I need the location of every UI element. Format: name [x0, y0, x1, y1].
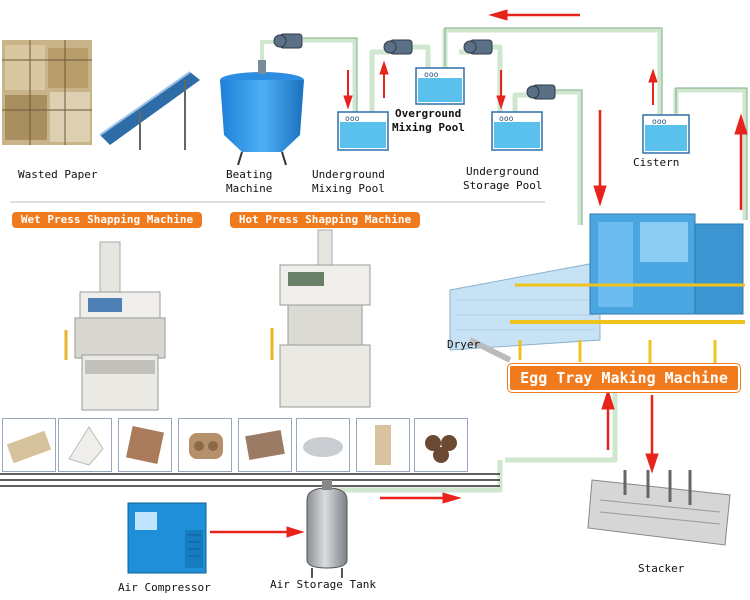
wasted-paper-label: Wasted Paper: [18, 168, 98, 181]
product-tile: [2, 418, 56, 472]
underground-mixing-label-line1: Underground: [312, 168, 385, 181]
svg-text:ooo: ooo: [652, 117, 667, 126]
flow-arrows: [210, 9, 748, 538]
air-storage-tank-label: Air Storage Tank: [270, 578, 376, 591]
product-rail: [0, 473, 500, 487]
product-tile: [178, 418, 232, 472]
overground-mixing-label-line2: Mixing Pool: [392, 121, 465, 134]
svg-text:ooo: ooo: [424, 70, 439, 79]
stacker-label: Stacker: [638, 562, 685, 575]
air-compressor-label: Air Compressor: [118, 581, 211, 594]
underground-storage-label-line1: Underground: [466, 165, 539, 178]
product-tile: [296, 418, 350, 472]
product-tile: [238, 418, 292, 472]
beating-machine: [220, 60, 304, 166]
pumps: [273, 33, 556, 100]
beating-machine-label-line2: Machine: [226, 182, 273, 195]
underground-mixing-label-line2: Mixing Pool: [312, 182, 385, 195]
wet-press-machine: [64, 241, 166, 411]
cistern-label: Cistern: [633, 156, 680, 169]
hot-press-machine: [270, 229, 371, 408]
dryer-label: Dryer: [447, 338, 481, 351]
air-compressor-visual: [127, 502, 207, 574]
conveyor: [99, 71, 200, 150]
svg-text:ooo: ooo: [345, 114, 360, 123]
beating-machine-label-line1: Beating: [226, 168, 273, 181]
product-tile: [58, 418, 112, 472]
wasted-paper-bales: [2, 40, 92, 145]
overground-mixing-label-line1: Overground: [395, 107, 462, 120]
product-tile: [356, 418, 410, 472]
hot-press-banner: Hot Press Shapping Machine: [230, 212, 420, 228]
wet-press-banner: Wet Press Shapping Machine: [12, 212, 202, 228]
product-tile: [414, 418, 468, 472]
pools: ooo ooo ooo ooo: [337, 67, 690, 154]
svg-text:ooo: ooo: [499, 114, 514, 123]
egg-tray-machine-visual: [449, 213, 745, 366]
product-tile: [118, 418, 172, 472]
underground-storage-label-line2: Storage Pool: [463, 179, 543, 192]
egg-tray-machine-banner: Egg Tray Making Machine: [508, 364, 740, 392]
air-storage-tank-visual: [306, 480, 348, 578]
stacker-visual: [587, 470, 731, 546]
pipe-edges: [303, 27, 748, 225]
